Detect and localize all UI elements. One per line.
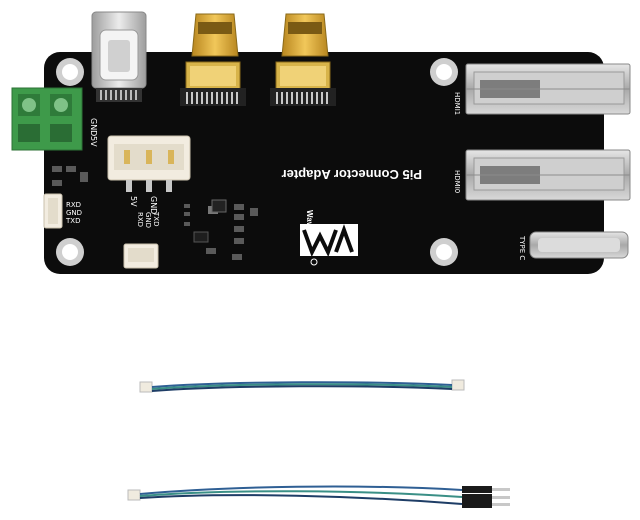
label-hdmi1: HDMI1	[453, 92, 461, 115]
label-rxd: RXD	[66, 201, 81, 209]
screw-terminal	[11, 87, 83, 151]
uart-header-left	[43, 193, 63, 229]
label-5v-header: 5V	[129, 196, 138, 207]
smd-components	[52, 166, 258, 260]
micro-hdmi-connector-right	[270, 13, 336, 106]
micro-hdmi-connector-left	[180, 13, 246, 106]
type-c-port	[529, 231, 629, 259]
mounting-hole-icon	[56, 58, 458, 266]
power-header	[107, 135, 191, 192]
label-gnd-terminal: GND	[89, 118, 98, 136]
label-gnd-2: GND	[144, 212, 152, 228]
label-type-c: TYPE C	[518, 235, 526, 260]
jst-cable-1	[139, 379, 465, 393]
label-gnd-uart: GND	[66, 209, 82, 217]
label-txd-2: TXD	[152, 211, 160, 226]
label-rxd-2: RXD	[136, 212, 144, 227]
hdmi0-port	[465, 149, 631, 201]
registered-mark-icon	[310, 258, 318, 266]
hdmi1-port	[465, 63, 631, 115]
board-title: Pi5 Connector Adapter	[282, 167, 422, 182]
uart-header-bottom	[123, 243, 159, 269]
pcb-board	[44, 52, 604, 274]
usb-c-port	[91, 11, 147, 102]
label-hdmi0: HDMI0	[453, 170, 461, 193]
label-gnd-header: GND	[149, 196, 158, 214]
label-5v-terminal: 5V	[89, 136, 98, 147]
dupont-cable-2	[127, 485, 510, 508]
label-txd: TXD	[65, 217, 80, 225]
waveshare-logo	[300, 224, 358, 258]
